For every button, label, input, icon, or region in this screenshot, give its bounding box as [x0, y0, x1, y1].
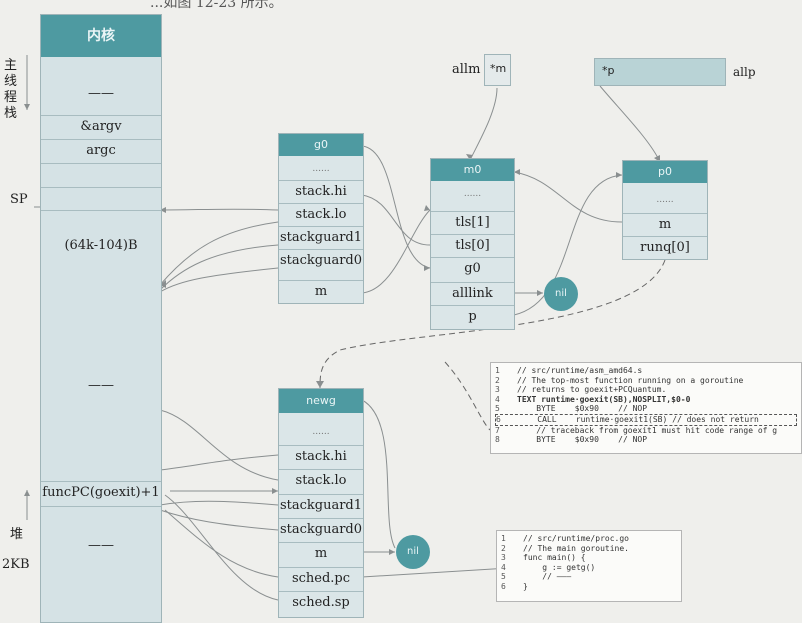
sp-label: SP — [10, 192, 28, 207]
allp-cell: *p — [594, 58, 726, 86]
newg-field: ...... — [312, 427, 330, 437]
p0-field: ...... — [656, 195, 674, 205]
g0-struct: g0 ...... stack.hi stack.lo stackguard1 … — [278, 133, 364, 304]
p0-header: p0 — [623, 161, 707, 183]
g0-header: g0 — [279, 134, 363, 156]
code-line: 1// src/runtime/asm_amd64.s — [495, 366, 643, 375]
nil-node-newg-m: nil — [396, 535, 430, 569]
m0-struct: m0 ...... tls[1] tls[0] g0 alllink p — [430, 158, 515, 330]
stack-row-argc: argc — [41, 139, 161, 163]
stack-row-size: (64k-104)B — [64, 238, 138, 253]
code-line: 2// The top-most function running on a g… — [495, 375, 744, 385]
code-line: 7 // traceback from goexit1 must hit cod… — [495, 425, 778, 435]
m0-field-tls1: tls[1] — [431, 211, 514, 234]
allm-cell-text: *m — [490, 62, 507, 75]
g0-field-stack-lo: stack.lo — [279, 203, 363, 226]
nil-node-alllink: nil — [544, 277, 578, 311]
allp-cell-text: *p — [602, 64, 615, 77]
code-line-highlight: 6 CALL runtime·goexit1(SB) // does not r… — [495, 413, 797, 426]
code-line: 6} — [501, 581, 528, 591]
stack-row: —— — [88, 538, 114, 553]
allp-label: allp — [733, 65, 756, 79]
newg-field-m: m — [279, 542, 363, 565]
caption-text: ...如图 12-23 所示。 — [150, 0, 283, 11]
m0-field-p: p — [431, 305, 514, 329]
p0-struct: p0 ...... m runq[0] — [622, 160, 708, 260]
newg-field-stackguard0: stackguard0 — [279, 518, 363, 541]
code-line: 2// The main goroutine. — [501, 543, 629, 553]
code-line: 5 // ——— — [501, 572, 572, 582]
g0-field-stack-hi: stack.hi — [279, 180, 363, 203]
size-label: 2KB — [2, 557, 30, 572]
m0-field-alllink: alllink — [431, 282, 514, 305]
heap-label: 堆 — [10, 527, 24, 542]
g0-field-m: m — [279, 280, 363, 303]
stack-row-blank — [41, 187, 161, 211]
newg-field-sched-sp: sched.sp — [279, 591, 363, 615]
allm-label: allm — [452, 62, 481, 77]
m0-field-g0: g0 — [431, 257, 514, 280]
stack-row-argv: &argv — [41, 115, 161, 139]
code-block-proc: 1// src/runtime/proc.go 2// The main gor… — [496, 530, 682, 602]
newg-field-sched-pc: sched.pc — [279, 567, 363, 590]
m0-field-tls0: tls[0] — [431, 234, 514, 257]
stack-row-blank — [41, 163, 161, 187]
allm-cell: *m — [484, 54, 511, 86]
p0-field-m: m — [623, 213, 707, 236]
code-line: 8 BYTE $0x90 // NOP — [495, 435, 648, 445]
code-line: 4 g := getg() — [501, 562, 596, 572]
g0-field-stackguard0: stackguard0 — [279, 249, 363, 272]
stack-row-funcpc: funcPC(goexit)+1 — [41, 481, 161, 507]
stack-column: 内核 —— &argv argc (64k-104)B —— funcPC(go… — [40, 14, 162, 623]
main-thread-stack-label: 主线程栈 — [4, 58, 18, 121]
newg-struct: newg ...... stack.hi stack.lo stackguard… — [278, 388, 364, 618]
p0-field-runq0: runq[0] — [623, 236, 707, 259]
stack-row: —— — [88, 378, 114, 393]
newg-field-stack-lo: stack.lo — [279, 469, 363, 492]
code-block-asm: 1// src/runtime/asm_amd64.s 2// The top-… — [490, 362, 802, 454]
g0-field: ...... — [312, 164, 330, 174]
newg-header: newg — [279, 389, 363, 413]
code-line: 1// src/runtime/proc.go — [501, 534, 629, 543]
stack-row: —— — [88, 86, 114, 101]
code-line: 5 BYTE $0x90 // NOP — [495, 404, 648, 414]
stack-column-header: 内核 — [41, 15, 161, 57]
m0-field: ...... — [463, 189, 482, 199]
newg-field-stackguard1: stackguard1 — [279, 494, 363, 517]
newg-field-stack-hi: stack.hi — [279, 445, 363, 468]
m0-header: m0 — [431, 159, 514, 181]
code-line: 3// returns to goexit+PCQuantum. — [495, 385, 667, 395]
g0-field-stackguard1: stackguard1 — [279, 226, 363, 249]
